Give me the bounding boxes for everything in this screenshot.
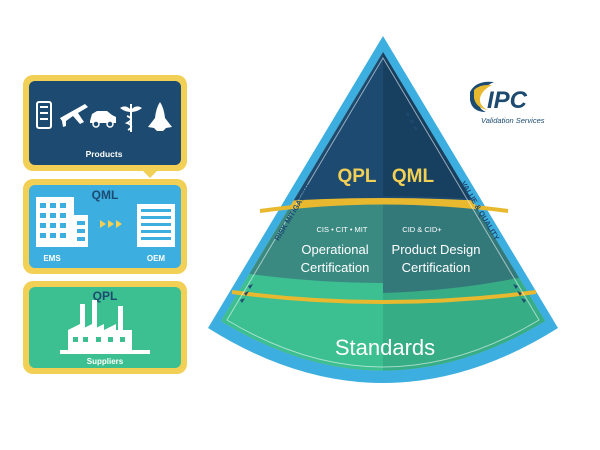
factory-icon: [60, 300, 150, 354]
space-shuttle-icon: [148, 102, 172, 131]
apex-qpl-label: QPL: [337, 166, 376, 187]
left-side-arrows: [240, 112, 361, 303]
phone-icon: [36, 101, 52, 129]
ipc-logo: IPC Validation Services: [470, 81, 545, 125]
suppliers-label: Suppliers: [87, 357, 124, 366]
medical-caduceus-icon: [120, 104, 142, 132]
product-design-small-label: CID & CID+: [402, 225, 442, 234]
military-jet-icon: [60, 104, 88, 127]
oem-building-icon: [137, 204, 175, 247]
products-panel: Products: [23, 75, 187, 178]
car-icon: [90, 111, 116, 128]
ems-label: EMS: [43, 254, 61, 263]
qpl-panel-title: QPL: [93, 289, 118, 303]
arrow-chevrons-icon: [100, 220, 122, 228]
operational-line2: Certification: [301, 260, 370, 275]
separator-lower: [231, 290, 537, 304]
products-label: Products: [86, 149, 123, 159]
qml-panel: QML: [23, 179, 187, 274]
standards-label: Standards: [335, 335, 435, 360]
qpl-panel: QPL Suppliers: [23, 281, 187, 374]
product-design-line1: Product Design: [392, 242, 481, 257]
right-side-arrows: [405, 112, 526, 303]
qml-panel-title: QML: [92, 188, 119, 202]
product-design-line2: Certification: [402, 260, 471, 275]
operational-line1: Operational: [301, 242, 368, 257]
operational-small-label: CIS • CIT • MIT: [317, 225, 368, 234]
oem-label: OEM: [147, 254, 166, 263]
ipc-brand-text: IPC: [487, 87, 528, 114]
ipc-subtitle-text: Validation Services: [481, 116, 545, 125]
apex-qml-label: QML: [392, 166, 435, 187]
ems-building-icon: [36, 197, 88, 247]
ipc-swoosh-icon: [470, 81, 494, 112]
separator-upper: [259, 200, 509, 213]
